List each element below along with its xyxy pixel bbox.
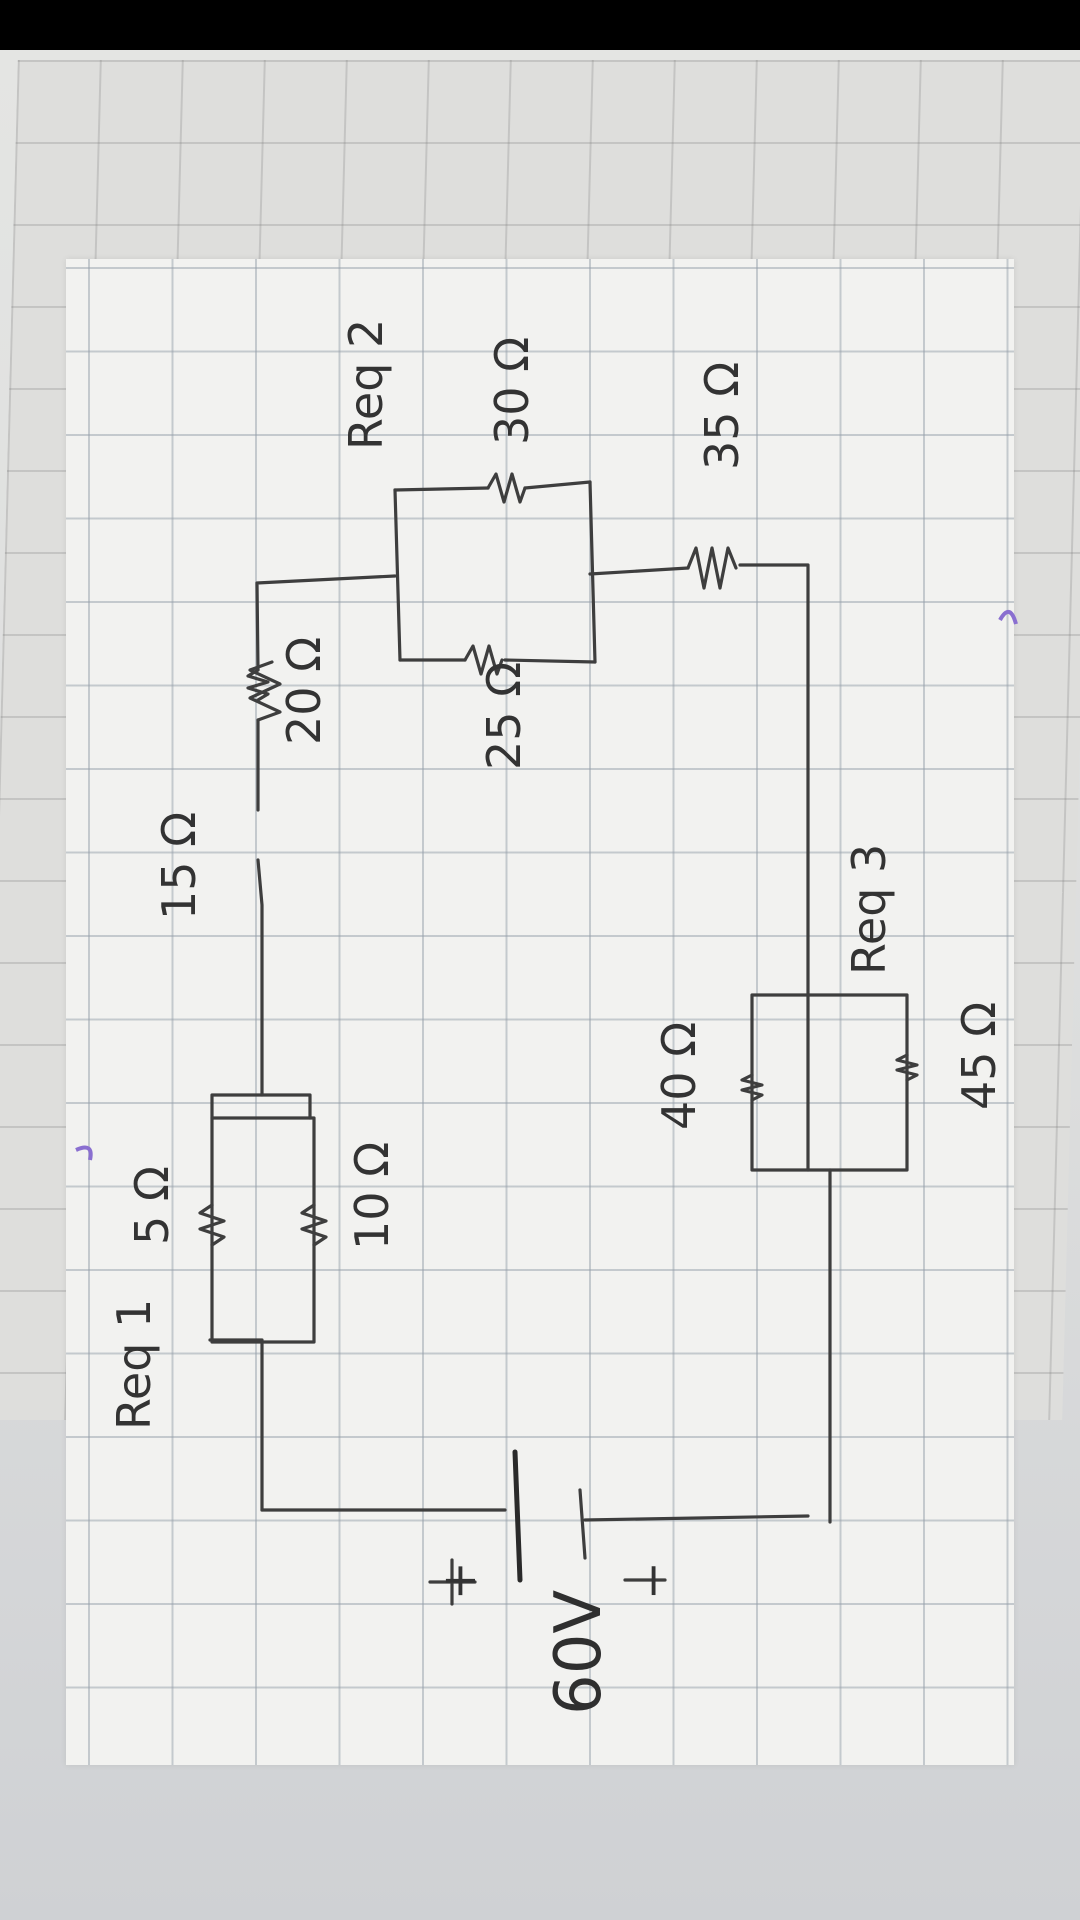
resistor-20-zigzag (246, 668, 270, 702)
label-r35: 35 Ω (695, 362, 749, 470)
label-r45: 45 Ω (952, 1002, 1006, 1110)
wire-left-top (256, 858, 264, 1097)
resistor-45-zigzag (895, 1053, 919, 1082)
resistor-5-zigzag (198, 1203, 226, 1247)
wire-35-to-right (738, 563, 810, 997)
resistor-35-zigzag (686, 546, 738, 590)
req2-right-vertical (588, 480, 597, 664)
wire-req2-to-35 (588, 566, 690, 576)
label-minus: − (625, 1561, 679, 1600)
req2-top-line-2 (523, 480, 592, 490)
resistor-10-zigzag (300, 1203, 328, 1247)
label-req2: Req 2 (339, 319, 393, 450)
label-r40: 40 Ω (652, 1022, 706, 1130)
label-r15: 15 Ω (152, 812, 206, 920)
resistor-30-zigzag (486, 472, 527, 504)
label-req3: Req 3 (842, 844, 896, 975)
label-r30: 30 Ω (485, 337, 539, 445)
label-r5: 5 Ω (125, 1166, 179, 1245)
battery-short-plate (578, 1488, 587, 1560)
label-plus: + (432, 1561, 486, 1600)
req1-box (210, 1116, 316, 1344)
req1-top-stub (210, 1093, 312, 1120)
resistor-40-zigzag (740, 1073, 764, 1102)
req3-box (750, 993, 909, 1172)
battery-long-plate (512, 1449, 523, 1583)
purple-mark-1 (75, 1145, 93, 1161)
graph-paper-sheet (66, 259, 1014, 1765)
label-r10: 10 Ω (345, 1142, 399, 1250)
req2-left-vertical (393, 488, 402, 662)
plus-sign-mark (428, 1558, 477, 1606)
wire-top-to-req2 (255, 574, 397, 672)
label-60v: 60V (542, 1590, 616, 1715)
top-black-bar (0, 0, 1080, 50)
purple-mark-2 (998, 610, 1018, 625)
wire-left-bottom (208, 1338, 264, 1512)
req2-top-line (393, 486, 490, 492)
resistor-25-zigzag (463, 644, 504, 676)
req2-bottom-line-2 (503, 658, 597, 664)
resistor-15-zigzag (248, 660, 282, 722)
wire-battery-minus (583, 1514, 810, 1522)
label-r20: 20 Ω (277, 637, 331, 745)
label-req1: Req 1 (107, 1299, 161, 1430)
label-r25: 25 Ω (477, 662, 531, 770)
